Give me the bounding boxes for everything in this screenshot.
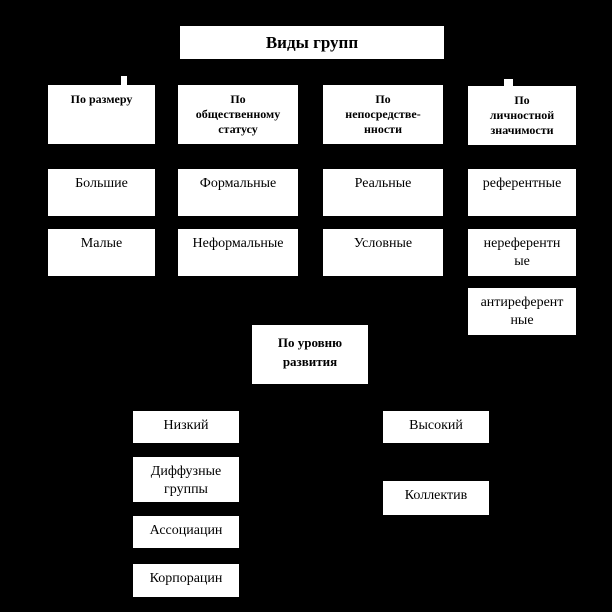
- category-header-by-social-status: По общественному статусу: [178, 85, 298, 144]
- item-corporations: Корпорацин: [133, 564, 239, 597]
- item-nonreferent-groups: нереферентн ые: [468, 229, 576, 276]
- item-conditional-groups: Условные: [323, 229, 443, 276]
- item-real-groups: Реальные: [323, 169, 443, 216]
- development-level-header: По уровню развития: [252, 325, 368, 384]
- item-antireferent-groups: антиреферент ные: [468, 288, 576, 335]
- item-diffuse-groups: Диффузные группы: [133, 457, 239, 502]
- item-high-level: Высокий: [383, 411, 489, 443]
- connector-line-artifact: [121, 76, 127, 85]
- item-small-groups: Малые: [48, 229, 155, 276]
- item-associations: Ассоциацин: [133, 516, 239, 548]
- item-referent-groups: референтные: [468, 169, 576, 216]
- category-header-by-personal-significance: По личностной значимости: [468, 86, 576, 145]
- item-collective: Коллектив: [383, 481, 489, 515]
- item-formal-groups: Формальные: [178, 169, 298, 216]
- item-informal-groups: Неформальные: [178, 229, 298, 276]
- category-header-by-immediacy: По непосредстве- нности: [323, 85, 443, 144]
- item-low-level: Низкий: [133, 411, 239, 443]
- connector-line-artifact: [504, 79, 513, 87]
- diagram-title: Виды групп: [180, 26, 444, 59]
- category-header-by-size: По размеру: [48, 85, 155, 144]
- item-large-groups: Большие: [48, 169, 155, 216]
